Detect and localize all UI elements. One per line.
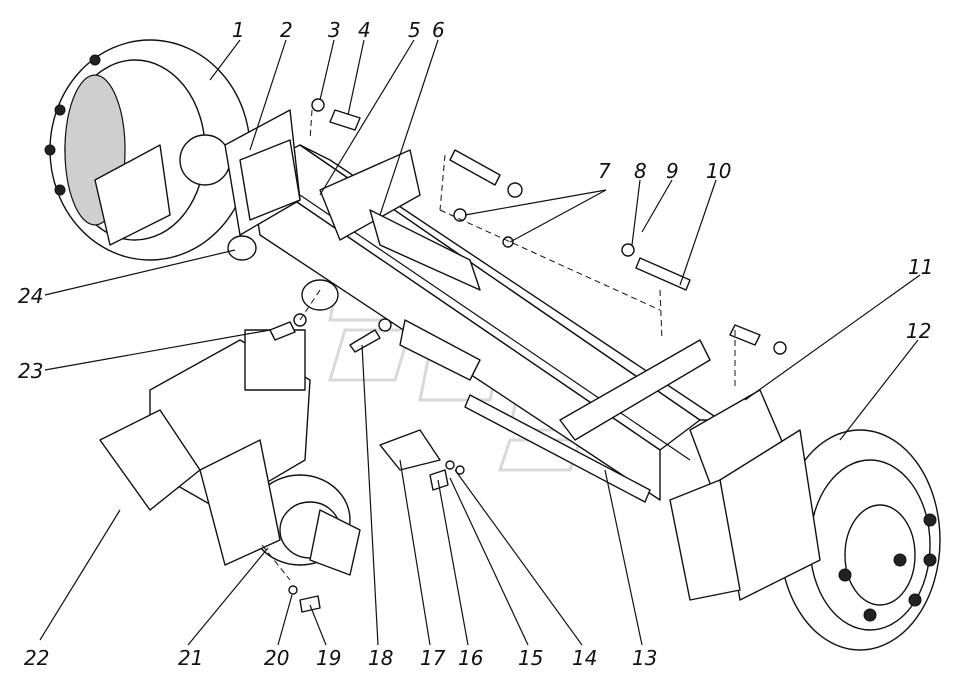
callout-10: 10 bbox=[706, 159, 731, 183]
callout-12: 12 bbox=[906, 319, 931, 343]
callout-8: 8 bbox=[634, 159, 647, 183]
callout-9: 9 bbox=[666, 159, 679, 183]
leader-lines bbox=[39, 39, 921, 646]
callout-15: 15 bbox=[518, 646, 543, 670]
callout-6: 6 bbox=[432, 18, 445, 42]
callout-2: 2 bbox=[280, 18, 293, 42]
differential-assembly bbox=[99, 329, 361, 576]
callout-labels: 1 2 3 4 5 6 7 8 9 10 11 12 13 14 15 16 1… bbox=[18, 18, 933, 670]
callout-11: 11 bbox=[908, 255, 933, 279]
callout-19: 19 bbox=[316, 646, 341, 670]
cross-bracket bbox=[319, 149, 711, 441]
right-wheel-hub bbox=[779, 429, 941, 651]
callout-24: 24 bbox=[18, 284, 43, 308]
left-reduction-housing bbox=[224, 109, 301, 236]
callout-20: 20 bbox=[264, 646, 289, 670]
callout-13: 13 bbox=[632, 646, 657, 670]
callout-4: 4 bbox=[358, 18, 371, 42]
drive-shaft bbox=[464, 394, 651, 503]
callout-17: 17 bbox=[420, 646, 446, 670]
callout-21: 21 bbox=[178, 646, 203, 670]
callout-16: 16 bbox=[458, 646, 483, 670]
left-wheel-hub bbox=[44, 39, 251, 261]
right-reduction-housing bbox=[669, 389, 821, 601]
callout-23: 23 bbox=[18, 359, 43, 383]
callout-14: 14 bbox=[572, 646, 597, 670]
callout-18: 18 bbox=[368, 646, 393, 670]
fasteners bbox=[227, 98, 787, 613]
callout-7: 7 bbox=[598, 159, 611, 183]
callout-1: 1 bbox=[232, 18, 245, 42]
callout-5: 5 bbox=[408, 18, 421, 42]
axle-beam bbox=[249, 144, 721, 501]
callout-3: 3 bbox=[328, 18, 341, 42]
callout-22: 22 bbox=[24, 646, 49, 670]
alignment-lines bbox=[261, 109, 736, 581]
